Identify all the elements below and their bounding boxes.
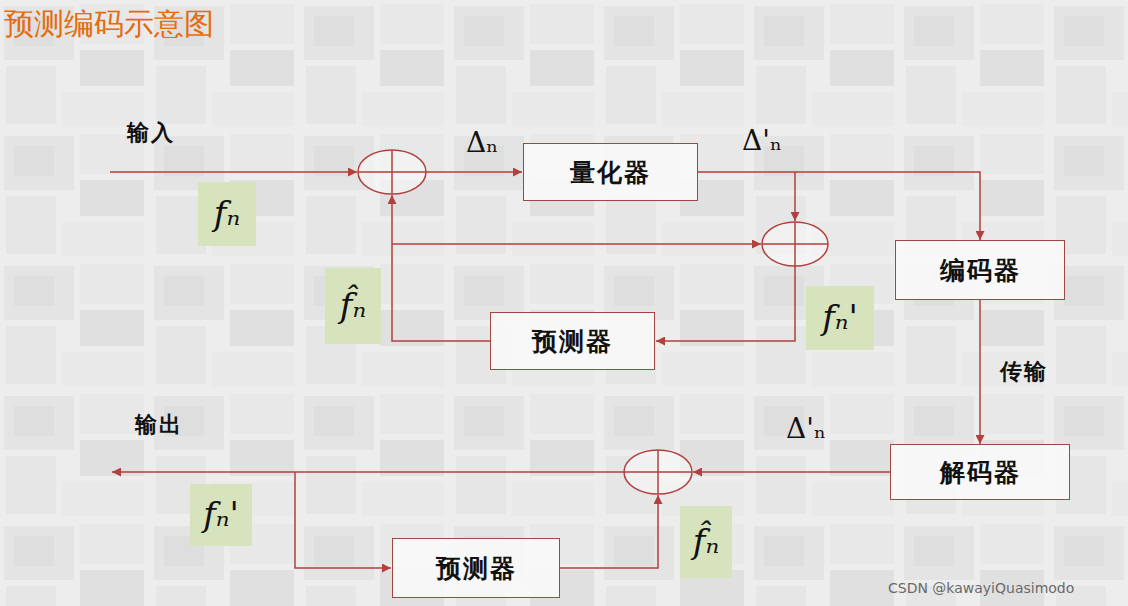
summing-junction bbox=[624, 450, 692, 494]
signal-tag: f̂ₙ bbox=[325, 268, 381, 344]
quantized-branch-wire bbox=[794, 172, 796, 221]
signal-symbol: Δ'ₙ bbox=[786, 412, 826, 445]
summing-junction bbox=[358, 150, 426, 194]
plus-symbol bbox=[358, 150, 426, 194]
signal-symbol: fₙ bbox=[214, 195, 240, 232]
difference-wire bbox=[426, 171, 522, 173]
signal-symbol: Δₙ bbox=[466, 126, 498, 159]
plus-symbol bbox=[624, 450, 692, 494]
watermark: CSDN @kawayiQuasimodo bbox=[888, 580, 1074, 596]
input-wire bbox=[110, 171, 357, 173]
signal-name: 输出 bbox=[135, 410, 183, 440]
box-label: 预测器 bbox=[436, 552, 517, 585]
summing-junction bbox=[762, 222, 828, 266]
diagram-title: 预测编码示意图 bbox=[4, 4, 214, 45]
box-label: 量化器 bbox=[570, 156, 651, 189]
signal-tag: fₙ' bbox=[190, 484, 252, 546]
prediction-feedback-wire bbox=[392, 195, 490, 341]
box-label: 预测器 bbox=[532, 325, 613, 358]
signal-tag: fₙ bbox=[198, 182, 256, 246]
signal-symbol: f̂ₙ bbox=[693, 523, 719, 560]
edge-label: 传输 bbox=[1000, 357, 1048, 387]
prediction-wire bbox=[392, 243, 761, 245]
box-label: 解码器 bbox=[940, 456, 1021, 489]
signal-arrow bbox=[698, 172, 980, 240]
signal-tag: fₙ' bbox=[806, 286, 874, 350]
process-box: 解码器 bbox=[890, 444, 1070, 500]
process-box: 预测器 bbox=[490, 312, 655, 370]
process-box: 编码器 bbox=[895, 240, 1065, 300]
signal-arrow bbox=[979, 300, 981, 444]
decoder-prediction-wire bbox=[560, 495, 658, 568]
output-wire bbox=[112, 471, 624, 473]
box-label: 编码器 bbox=[940, 254, 1021, 287]
process-box: 预测器 bbox=[392, 538, 560, 598]
signal-symbol: fₙ' bbox=[822, 299, 858, 336]
signal-name: 输入 bbox=[127, 118, 175, 148]
plus-symbol bbox=[762, 222, 828, 266]
reconstruction-wire bbox=[656, 266, 795, 341]
signal-tag: f̂ₙ bbox=[680, 506, 732, 578]
signal-symbol: Δ'ₙ bbox=[742, 124, 782, 157]
signal-symbol: f̂ₙ bbox=[340, 287, 366, 324]
signal-symbol: fₙ' bbox=[203, 496, 239, 533]
process-box: 量化器 bbox=[523, 143, 698, 201]
decoder-feedback-wire bbox=[295, 472, 391, 568]
decoded-wire bbox=[693, 471, 890, 473]
